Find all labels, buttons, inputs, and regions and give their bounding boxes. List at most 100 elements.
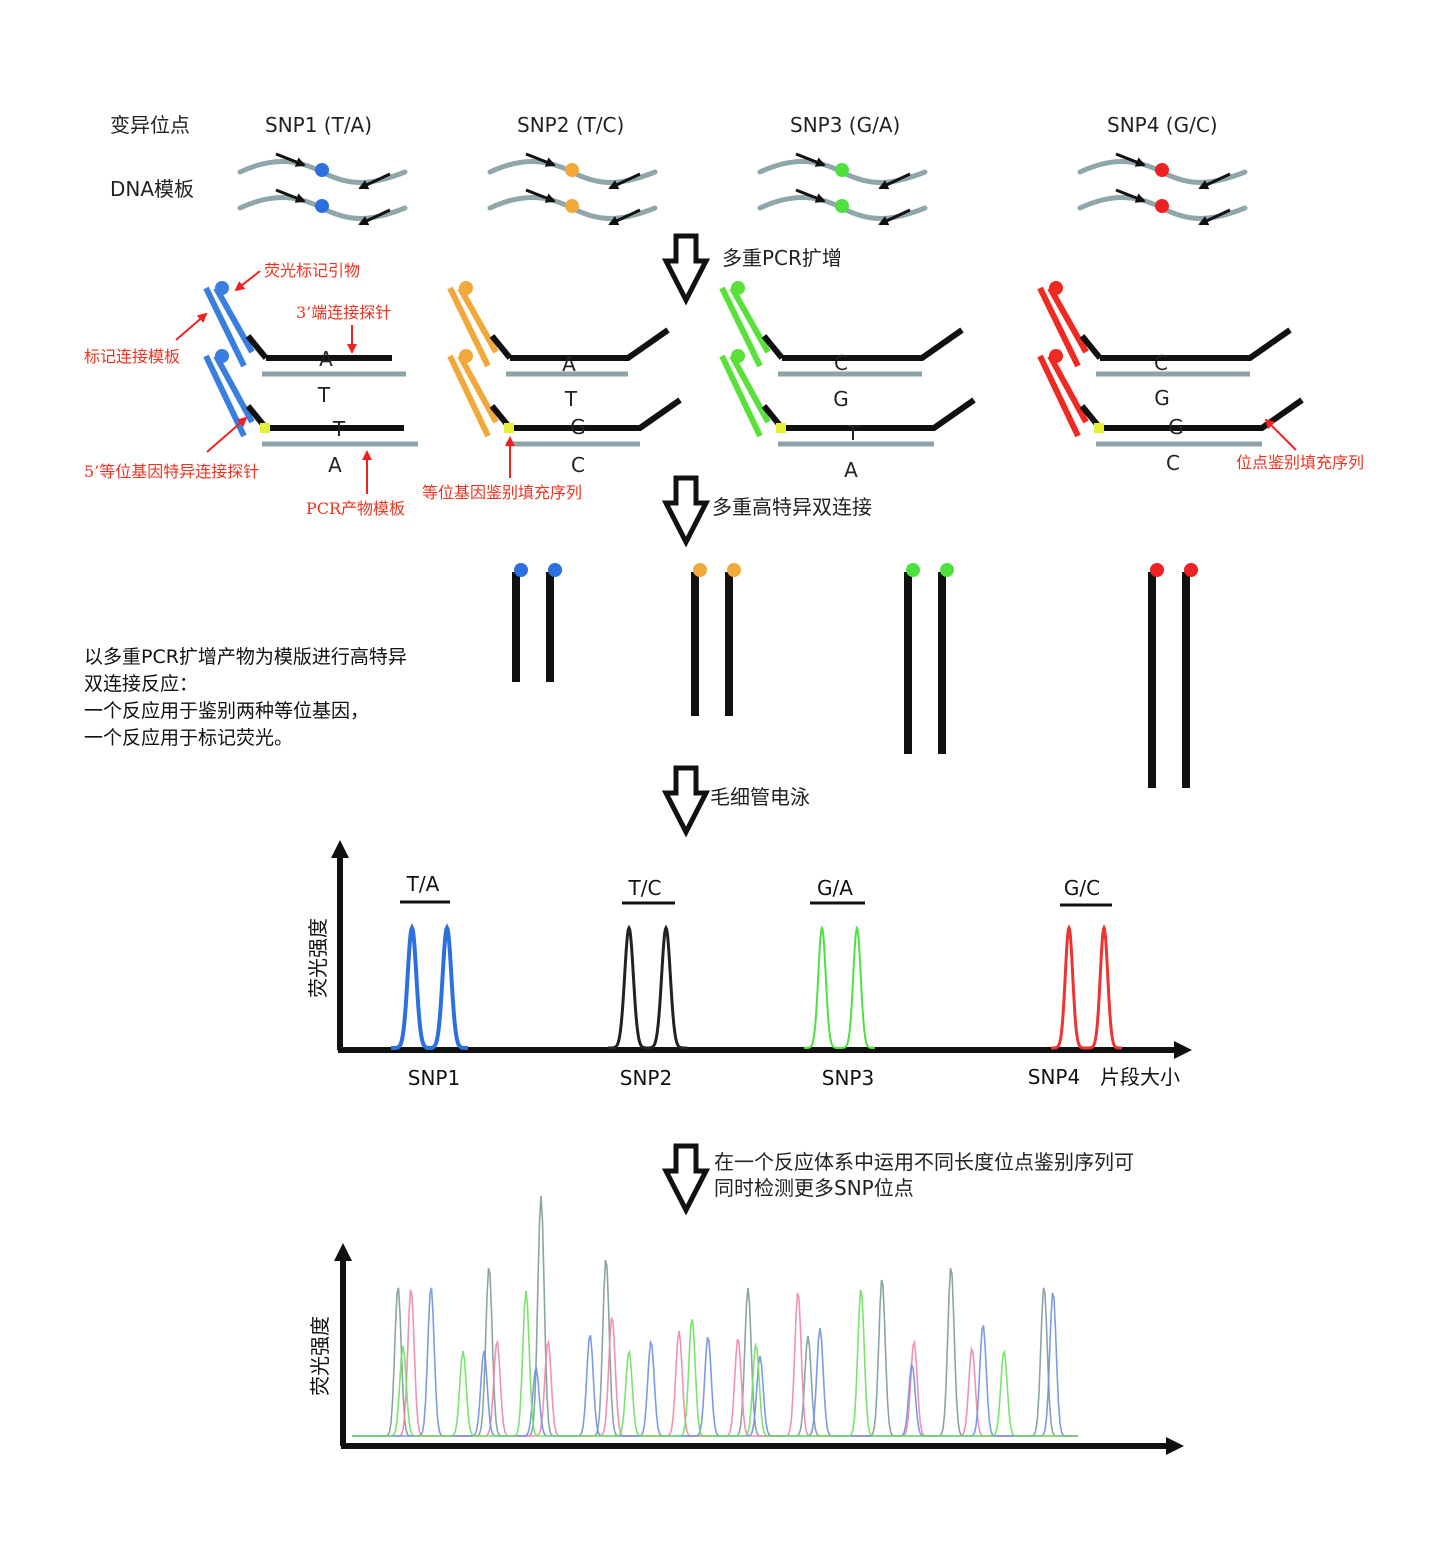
snp-dot-snp1-1 [315, 163, 329, 177]
electropherogram-chart: 荧光强度 片段大小 T/A T/C G/A G/C SNP1 SNP2 SNP3… [306, 840, 1192, 1090]
step4-label-line2: 同时检测更多SNP位点 [714, 1176, 914, 1200]
snp-dot-snp2-1 [565, 163, 579, 177]
snp1-bases: A T T A [317, 347, 346, 477]
axis-label-snp4: SNP4 [1028, 1065, 1080, 1089]
fluor-dot-snp4-1 [1049, 281, 1063, 295]
ligation-probes [203, 281, 1304, 447]
axis-label-snp1: SNP1 [408, 1066, 460, 1090]
fluor-dot-snp3-2 [731, 349, 745, 363]
dna-templates [237, 152, 1248, 226]
chart2-traces [352, 1195, 1078, 1437]
peak-snp3-1 [804, 925, 840, 1049]
peak-snp1-2 [426, 923, 468, 1050]
snp-dot-snp4-1 [1155, 163, 1169, 177]
snp4-lower-probe-base: G [1168, 415, 1184, 439]
peak-label-snp2: T/C [628, 876, 662, 900]
peak-snp4-2 [1086, 923, 1122, 1050]
primer-arrow-fwd-snp4-2 [1115, 188, 1146, 203]
fluor-primer-arrow [234, 270, 261, 292]
snp2-lower-template-base: C [571, 453, 585, 477]
site-fill-annotation: 位点鉴别填充序列 [1236, 453, 1364, 472]
site-fill-arrow [1264, 418, 1297, 451]
label-template-snp3-2 [719, 354, 763, 438]
probe-linker-snp4-1 [1079, 334, 1103, 360]
ligation-probe-snp2-2 [510, 397, 682, 431]
axis-label-snp2: SNP2 [620, 1066, 672, 1090]
chart2-x-arrowhead [1166, 1437, 1184, 1455]
description-line-2: 双连接反应： [84, 673, 199, 695]
primer-arrow-rev-snp4-1 [1198, 172, 1231, 190]
step1-label: 多重PCR扩增 [722, 246, 842, 270]
primer-arrow-rev-snp2-1 [608, 172, 641, 190]
step2-label: 多重高特异双连接 [712, 495, 872, 519]
primer-arrow-rev-snp2-2 [608, 208, 641, 226]
ligation-probe-snp4-2 [1100, 397, 1304, 431]
probe-linker-snp1-1 [245, 334, 269, 360]
fluor-primer-snp2-1 [457, 286, 499, 354]
peak-label-snp1: T/A [406, 872, 440, 896]
snp2-lower-probe-base: G [570, 415, 586, 439]
primer-arrow-rev-snp3-1 [878, 172, 911, 190]
primer-arrow-rev-snp1-1 [358, 172, 391, 190]
product-fluor-snp2-2 [727, 563, 741, 577]
fill-sequence-snp4 [1094, 423, 1104, 433]
label-template-arrow [175, 312, 208, 341]
product-fluor-snp1-2 [548, 563, 562, 577]
product-fluor-snp3-1 [906, 563, 920, 577]
primer-arrow-fwd-snp1-2 [275, 188, 306, 203]
fill-sequence-snp2 [504, 423, 514, 433]
primer-arrow-fwd-snp2-2 [525, 188, 556, 203]
label-template-annotation: 标记连接模板 [84, 347, 180, 366]
fluor-primer-snp3-2 [729, 354, 771, 424]
fluor-primer-annotation: 荧光标记引物 [264, 261, 360, 280]
fluor-dot-snp1-2 [215, 349, 229, 363]
peak-snp2-1 [608, 924, 650, 1050]
snp1-header: SNP1 (T/A) [265, 113, 372, 137]
peak-label-snp3: G/A [817, 876, 853, 900]
fluor-dot-snp2-1 [459, 281, 473, 295]
step-arrow-2 [661, 475, 711, 548]
snp4-bases: C G G C [1154, 351, 1184, 475]
primer-arrow-fwd-snp4-1 [1115, 152, 1146, 167]
product-fluor-snp4-1 [1150, 563, 1164, 577]
snp-dot-snp4-2 [1155, 199, 1169, 213]
snp-dot-snp3-2 [835, 199, 849, 213]
snp-dot-snp3-1 [835, 163, 849, 177]
probe-5p-arrow [206, 416, 248, 453]
fill-sequence-snp3 [776, 423, 786, 433]
peak-snp2-2 [645, 924, 687, 1050]
fluor-dot-snp1-1 [215, 281, 229, 295]
ligation-probe-snp2-1 [510, 327, 670, 361]
peak-snp4-1 [1051, 923, 1087, 1050]
snp2-upper-template-base: T [564, 387, 578, 411]
snp2-bases: A T G C [562, 352, 586, 477]
variant-sites-label: 变异位点 [110, 113, 190, 137]
dna-template-label: DNA模板 [110, 177, 194, 201]
chart2-y-arrowhead [334, 1243, 352, 1261]
snp2-upper-probe-base: A [562, 352, 576, 376]
peak-snp1-1 [391, 923, 433, 1050]
snp1-upper-probe-base: A [319, 347, 333, 371]
primer-arrow-fwd-snp3-2 [795, 188, 826, 203]
snp4-header: SNP4 (G/C) [1107, 113, 1218, 137]
fluor-primer-snp1-2 [213, 354, 255, 424]
primer-arrow-rev-snp1-2 [358, 208, 391, 226]
step4-label-line1: 在一个反应体系中运用不同长度位点鉴别序列可 [714, 1150, 1134, 1174]
fluor-primer-snp4-2 [1047, 354, 1089, 424]
trace-gray [352, 1195, 1078, 1437]
pcr-template-annotation: PCR产物模板 [306, 499, 405, 518]
trace-green [352, 1289, 1078, 1437]
primer-arrow-fwd-snp2-1 [525, 152, 556, 167]
product-fluor-snp4-2 [1184, 563, 1198, 577]
step3-label: 毛细管电泳 [710, 785, 810, 809]
snp1-upper-template-base: T [317, 383, 331, 407]
chart1-x-arrowhead [1174, 1041, 1192, 1059]
snp3-bases: C G T A [833, 351, 860, 482]
annotations: 荧光标记引物 3’端连接探针 标记连接模板 5’等位基因特异连接探针 PCR产物… [84, 261, 1364, 518]
step-arrow-1 [661, 233, 711, 306]
primer-arrow-fwd-snp3-1 [795, 152, 826, 167]
fluor-primer-snp4-1 [1047, 286, 1089, 354]
snp1-lower-template-base: A [328, 453, 342, 477]
allele-fill-annotation: 等位基因鉴别填充序列 [422, 483, 582, 502]
